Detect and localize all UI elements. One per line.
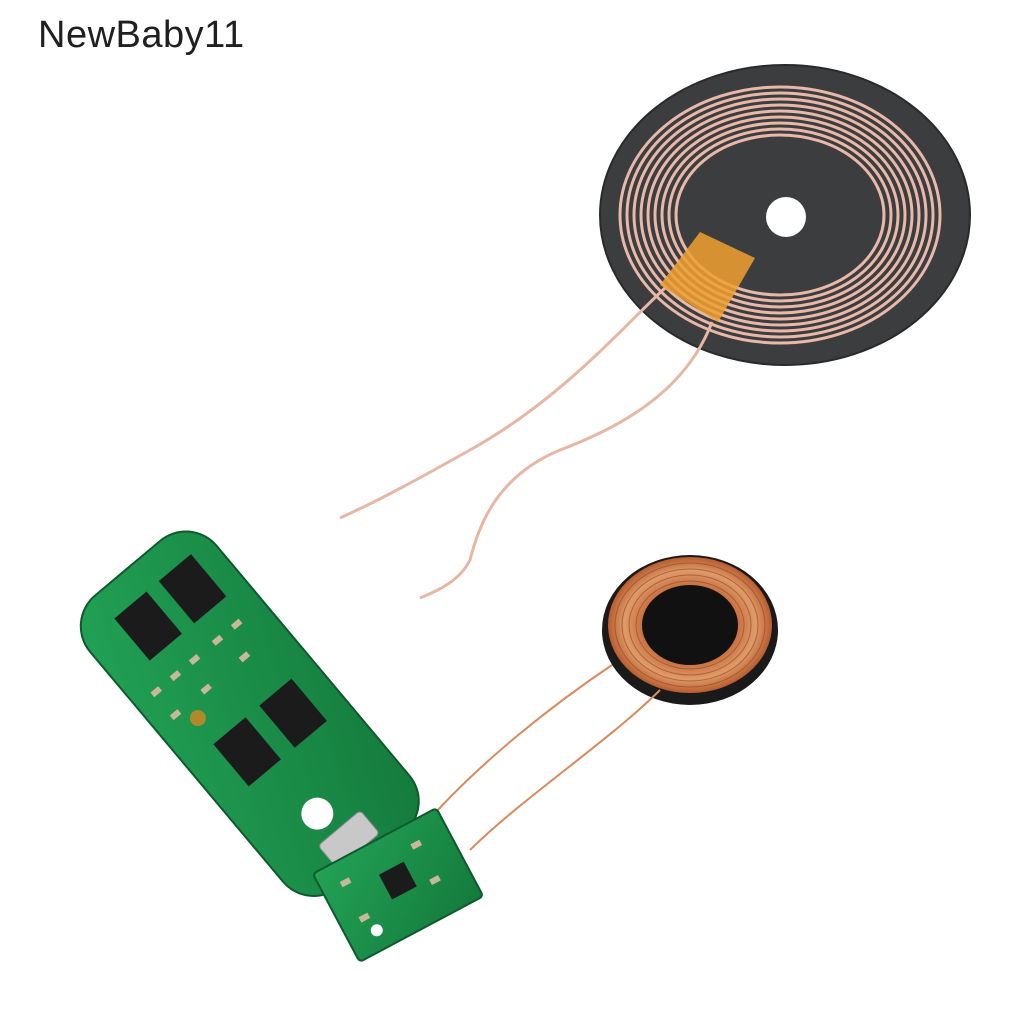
kapton-tape xyxy=(660,232,755,322)
receiver-wire xyxy=(419,664,661,851)
small-receiver-coil xyxy=(602,555,778,705)
transmitter-wire xyxy=(339,286,714,600)
brand-watermark: NewBaby11 xyxy=(38,14,245,56)
transmitter-pcb xyxy=(79,530,420,897)
receiver-pcb xyxy=(313,808,483,962)
large-transmitter-coil xyxy=(599,64,971,366)
